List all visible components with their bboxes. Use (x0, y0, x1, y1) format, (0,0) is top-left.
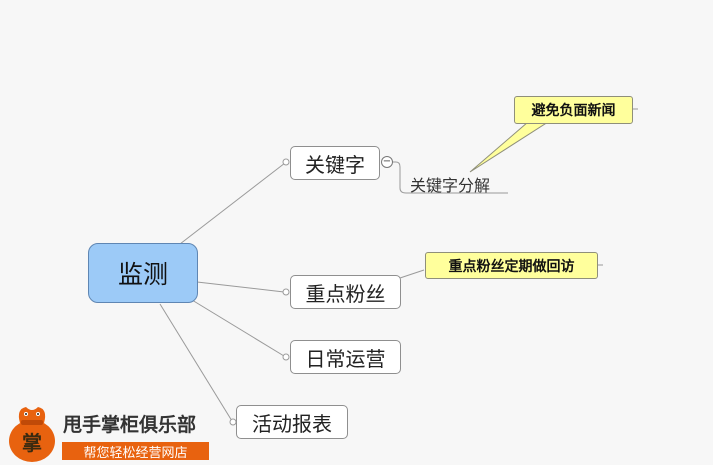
collapse-icon: − (382, 156, 392, 167)
root-node[interactable]: 监测 (88, 243, 198, 303)
branch-daily-operations[interactable]: 日常运营 (290, 340, 401, 374)
callout-avoid-negative-news-label: 避免负面新闻 (531, 103, 616, 119)
callout-fans-revisit-label: 重点粉丝定期做回访 (448, 258, 575, 275)
connector-dot-operations (282, 353, 290, 361)
branch-activity-report[interactable]: 活动报表 (236, 405, 348, 439)
connector-fans-callout (399, 269, 425, 279)
callout-avoid-negative-news[interactable]: 避免负面新闻 (514, 96, 633, 124)
logo-slogan: 帮您轻松经营网店 (62, 442, 209, 461)
branch-activity-report-label: 活动报表 (252, 411, 332, 436)
logo-badge-char: 掌 (22, 431, 42, 455)
branch-daily-operations-label: 日常运营 (305, 346, 386, 371)
connector-report (159, 303, 233, 422)
callout-pointer-avoid-news (469, 121, 550, 173)
branch-key-fans-label: 重点粉丝 (305, 281, 386, 306)
connector-keyword-sub (388, 161, 508, 194)
collapse-keyword-button[interactable]: − (381, 156, 393, 168)
money-bag-logo-icon: 掌 (9, 407, 55, 462)
connector-fans (196, 281, 285, 293)
subtopic-keyword-breakdown[interactable]: 关键字分解 (410, 172, 490, 196)
branch-keyword[interactable]: 关键字 (290, 146, 380, 180)
connector-dot-keyword (282, 158, 290, 166)
connector-operations (191, 299, 285, 357)
connector-dot-fans (282, 288, 290, 296)
branch-keyword-label: 关键字 (305, 152, 365, 177)
root-label: 监测 (117, 260, 168, 289)
logo-title: 甩手掌柜俱乐部 (63, 414, 197, 436)
callout-fans-revisit[interactable]: 重点粉丝定期做回访 (425, 252, 598, 279)
branch-key-fans[interactable]: 重点粉丝 (290, 275, 401, 309)
subtopic-keyword-breakdown-label: 关键字分解 (410, 176, 491, 195)
connector-keyword (179, 162, 286, 245)
